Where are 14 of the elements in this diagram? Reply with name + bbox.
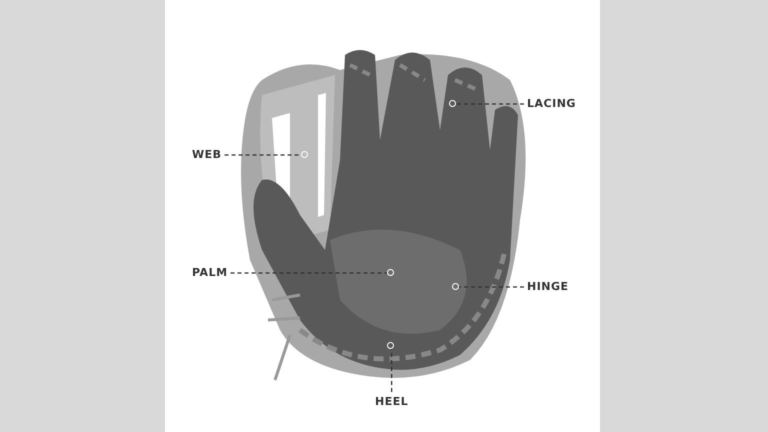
leader-line (459, 286, 524, 288)
marker-point (452, 283, 459, 290)
marker-point (387, 342, 394, 349)
marker-point (387, 269, 394, 276)
part-label: WEB (192, 148, 222, 162)
leader-line (390, 349, 392, 392)
leader-line (224, 154, 301, 156)
part-label: LACING (527, 97, 576, 111)
part-label: HEEL (375, 395, 408, 409)
part-label: PALM (192, 266, 228, 280)
marker-point (301, 151, 308, 158)
part-label: HINGE (527, 280, 569, 294)
marker-point (449, 100, 456, 107)
leader-line (230, 272, 387, 274)
